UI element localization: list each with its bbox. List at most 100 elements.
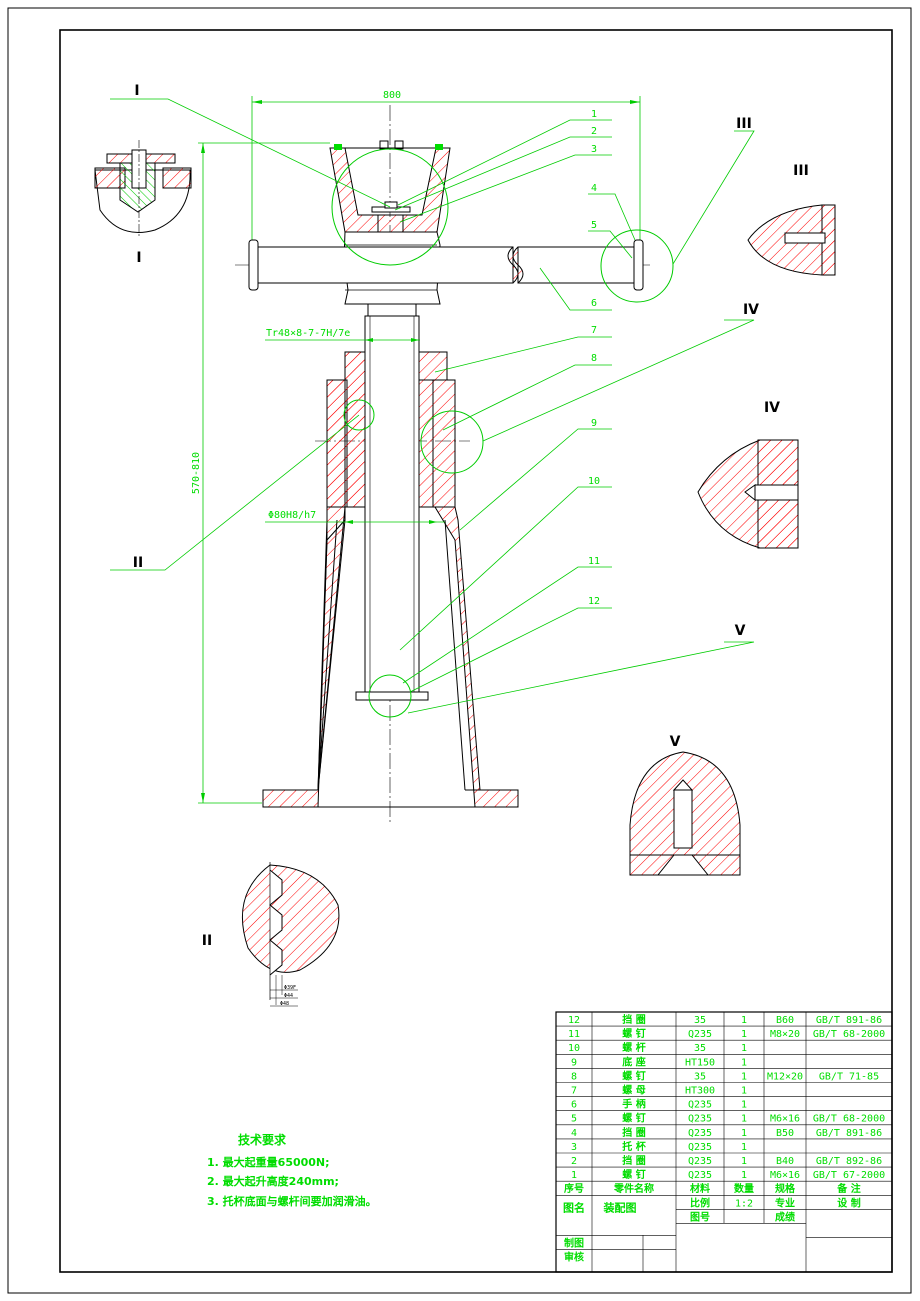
grade-label: 成绩: [775, 1210, 795, 1223]
bom-cell-material: Q235: [688, 1029, 712, 1040]
bom-cell-material: HT300: [685, 1086, 715, 1097]
bom-cell-no: 6: [571, 1100, 577, 1111]
balloon-6: 6: [591, 298, 597, 309]
detail-II-dim-3: Φ48: [280, 1001, 289, 1007]
detail-view-I: I: [94, 140, 192, 266]
view-label-IV: IV: [764, 400, 780, 416]
detail-II-dim-2: Φ44: [284, 993, 293, 999]
view-label-I: I: [136, 250, 141, 266]
design-label: 设 制: [837, 1196, 860, 1209]
balloon-10: 10: [588, 476, 600, 487]
bom-cell-name: 手 柄: [622, 1098, 645, 1111]
tech-req-title: 技术要求: [238, 1132, 287, 1147]
bom-cell-name: 托 杯: [622, 1140, 646, 1153]
bom-cell-no: 12: [568, 1015, 580, 1026]
detail-view-II: Φ39F Φ44 Φ48 II: [202, 862, 340, 1007]
bom-cell-qty: 1: [741, 1156, 747, 1167]
major-label: 专业: [775, 1196, 795, 1209]
bom-cell-qty: 1: [741, 1015, 747, 1026]
view-label-V-main: V: [735, 623, 746, 639]
dim-800-label: 800: [383, 90, 401, 101]
title-value: 装配图: [603, 1200, 637, 1214]
bom-cell-material: HT150: [685, 1057, 715, 1068]
view-label-II: II: [202, 933, 212, 949]
tech-req-item-1: 1. 最大起重量65000N;: [207, 1155, 330, 1169]
bom-cell-material: 35: [694, 1015, 706, 1026]
bom-cell-spec: B60: [776, 1015, 794, 1026]
bom-cell-no: 11: [568, 1029, 580, 1040]
bom-cell-spec: B50: [776, 1128, 794, 1139]
bom-cell-qty: 1: [741, 1114, 747, 1125]
bom-cell-remark: GB/T 891-86: [816, 1128, 882, 1139]
detail-view-III: III: [747, 163, 836, 276]
bom-cell-name: 底 座: [622, 1055, 645, 1068]
checker-label: 审核: [564, 1250, 584, 1263]
bom-cell-qty: 1: [741, 1128, 747, 1139]
bom-cell-no: 2: [571, 1156, 577, 1167]
detail-view-IV: IV: [697, 400, 799, 549]
bom-cell-material: Q235: [688, 1100, 712, 1111]
bom-cell-no: 8: [571, 1071, 577, 1082]
detail-II-dim-1: Φ39F: [284, 985, 296, 991]
bom-cell-qty: 1: [741, 1100, 747, 1111]
bom-header-qty: 数量: [734, 1182, 754, 1195]
outer-border: [7, 7, 912, 1294]
balloon-12: 12: [588, 596, 600, 607]
bom-cell-qty: 1: [741, 1170, 747, 1181]
balloon-8: 8: [591, 353, 597, 364]
bom-cell-name: 螺 钉: [622, 1168, 645, 1181]
technical-requirements: 技术要求 1. 最大起重量65000N; 2. 最大起升高度240mm; 3. …: [207, 1132, 377, 1208]
bom-cell-material: Q235: [688, 1128, 712, 1139]
bom-cell-name: 螺 钉: [622, 1027, 645, 1040]
bom-header-remark: 备 注: [836, 1182, 860, 1195]
bom-cell-name: 挡 圈: [622, 1126, 645, 1139]
dim-height-label: 570-810: [191, 452, 202, 494]
bom-cell-name: 挡 圈: [622, 1013, 645, 1026]
bom-cell-material: Q235: [688, 1114, 712, 1125]
view-label-V: V: [670, 734, 681, 750]
inner-border: [59, 29, 893, 1273]
bom-cell-remark: GB/T 892-86: [816, 1156, 882, 1167]
balloon-5: 5: [591, 220, 597, 231]
bom-cell-material: 35: [694, 1043, 706, 1054]
thread-dim-label: Tr48×8-7-7H/7e: [266, 328, 350, 339]
bom-cell-qty: 1: [741, 1142, 747, 1153]
bom-cell-remark: GB/T 67-2000: [813, 1170, 885, 1181]
bom-cell-remark: GB/T 891-86: [816, 1015, 882, 1026]
bom-cell-no: 1: [571, 1170, 577, 1181]
drafter-label: 制图: [564, 1236, 584, 1249]
bom-header-material: 材料: [690, 1182, 710, 1195]
view-label-III: III: [793, 163, 809, 179]
detail-view-V: V: [629, 734, 741, 876]
drawing-no-label: 图号: [690, 1211, 710, 1223]
bom-cell-no: 5: [571, 1114, 577, 1125]
bom-cell-material: Q235: [688, 1142, 712, 1153]
scale-value: 1:2: [735, 1198, 753, 1209]
bom-cell-name: 挡 圈: [622, 1154, 645, 1167]
view-label-I-main: I: [134, 83, 139, 99]
tech-req-item-3: 3. 托杯底面与螺杆间要加润滑油。: [207, 1194, 377, 1208]
view-label-III-main: III: [736, 116, 752, 132]
bom-cell-remark: GB/T 71-85: [819, 1071, 879, 1082]
bom-cell-name: 螺 钉: [622, 1069, 645, 1082]
balloon-11: 11: [588, 556, 600, 567]
bom-cell-spec: M8×20: [770, 1029, 800, 1040]
bom-cell-material: Q235: [688, 1156, 712, 1167]
balloon-7: 7: [591, 325, 597, 336]
bom-cell-qty: 1: [741, 1029, 747, 1040]
bom-cell-no: 3: [571, 1142, 577, 1153]
bom-cell-qty: 1: [741, 1071, 747, 1082]
bom-header-spec: 规格: [775, 1182, 796, 1195]
bom-cell-spec: M12×20: [767, 1071, 803, 1082]
bom-cell-no: 9: [571, 1057, 577, 1068]
tech-req-item-2: 2. 最大起升高度240mm;: [207, 1174, 339, 1188]
bom-cell-material: 35: [694, 1071, 706, 1082]
bom-cell-qty: 1: [741, 1043, 747, 1054]
bom-cell-name: 螺 钉: [622, 1112, 645, 1125]
bom-cell-no: 10: [568, 1043, 580, 1054]
balloon-9: 9: [591, 418, 597, 429]
scale-label: 比例: [690, 1196, 710, 1209]
balloon-3: 3: [591, 144, 597, 155]
main-view: 800 570-810: [110, 83, 759, 825]
